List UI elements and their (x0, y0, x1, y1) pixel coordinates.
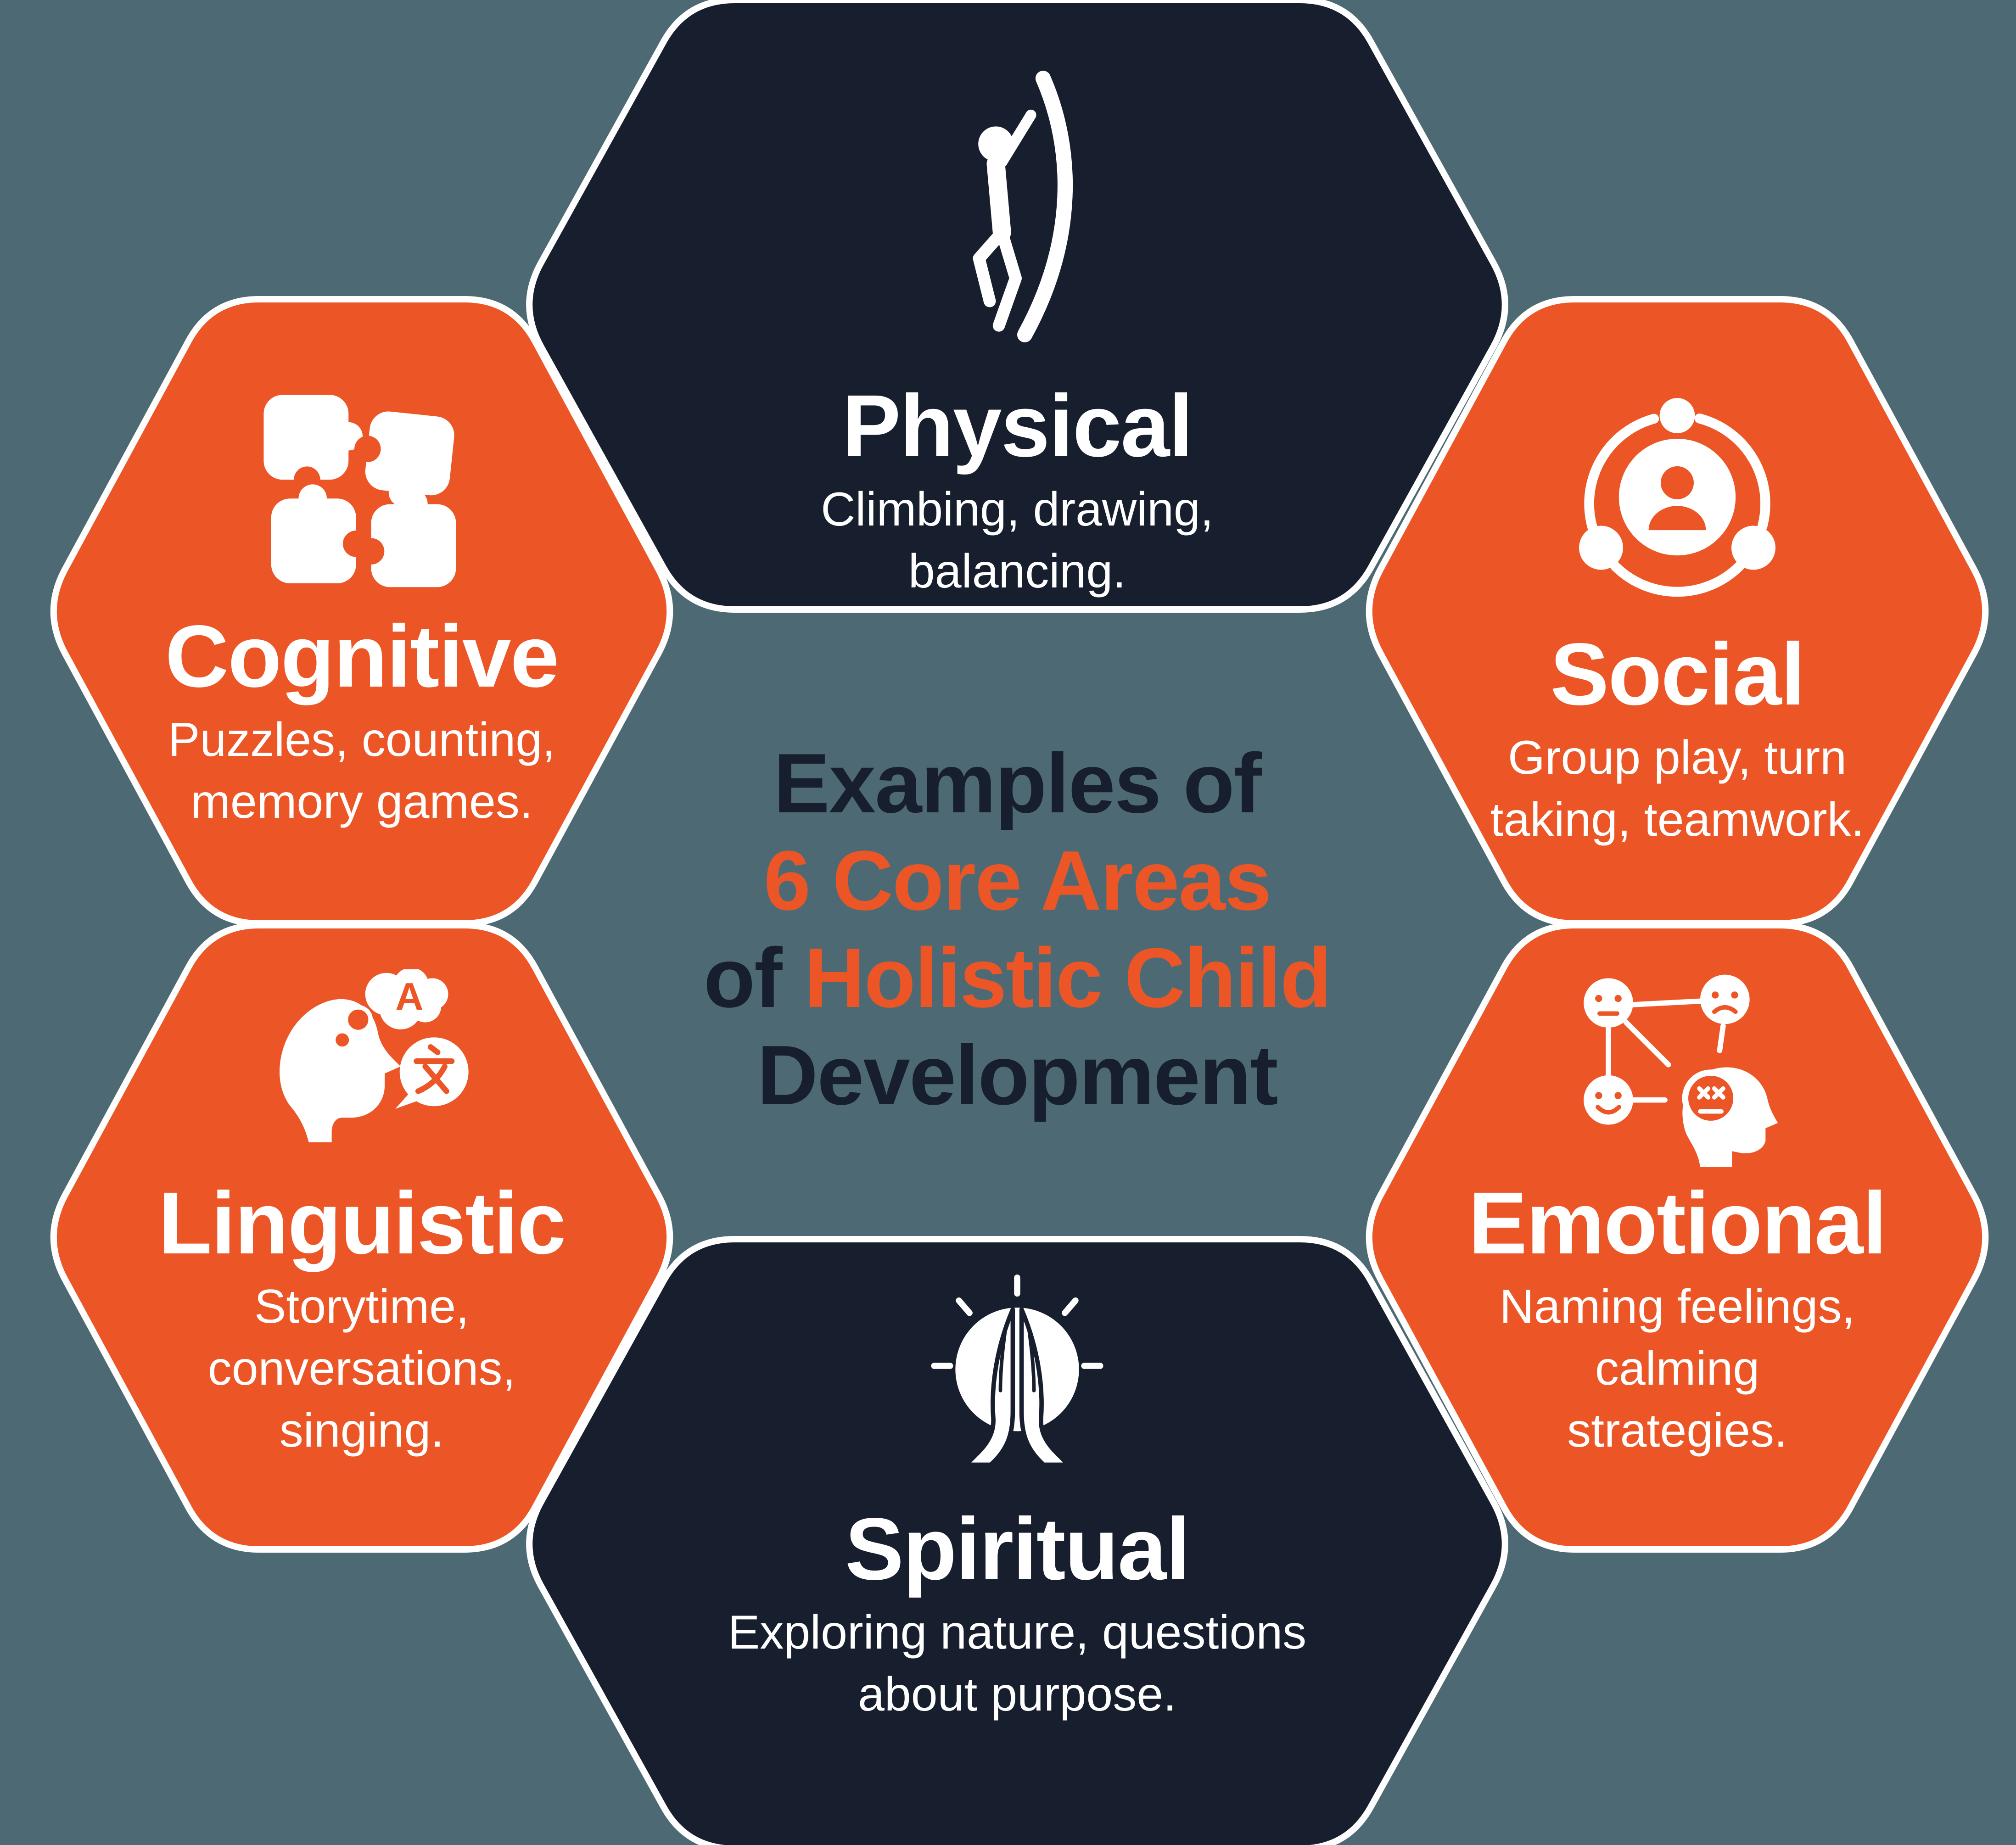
hexagon-title-spiritual: Spiritual (845, 1499, 1190, 1598)
desc-line: memory games. (190, 775, 533, 829)
hexagon-social-content: Social Group play, turn taking, teamwork… (1389, 389, 1966, 851)
center-title-line-4: Development (757, 1026, 1278, 1124)
hexagon-title-emotional: Emotional (1468, 1174, 1887, 1272)
desc-line: Storytime, (254, 1280, 470, 1334)
hexagon-linguistic-content: A Linguistic Storytime, conversations, s… (73, 969, 650, 1462)
person-network-icon (1579, 398, 1775, 597)
hexagon-physical (526, 0, 1508, 613)
hexagon-desc-physical: Climbing, drawing, balancing. (821, 479, 1213, 603)
hexagon-cognitive-content: Cognitive Puzzles, counting, memory game… (73, 389, 650, 833)
hexagon-desc-emotional: Naming feelings, calming strategies. (1500, 1276, 1855, 1462)
puzzle-pieces-icon (263, 395, 456, 587)
feelings-network-icon (1584, 974, 1778, 1167)
title-segment: Development (757, 1028, 1278, 1122)
title-segment: Holistic Child (804, 930, 1332, 1025)
hexagon-spiritual-content: Spiritual Exploring nature, questions ab… (554, 1274, 1480, 1726)
title-segment: of (703, 930, 804, 1025)
desc-line: calming (1595, 1342, 1760, 1396)
center-title-line-1: Examples of (773, 734, 1262, 832)
title-segment: 6 Core Areas (763, 833, 1271, 928)
desc-line: conversations, (207, 1342, 516, 1396)
climbing-person-icon (973, 71, 1073, 342)
hexagon-emotional-content: Emotional Naming feelings, calming strat… (1389, 969, 1966, 1462)
hexagon-desc-spiritual: Exploring nature, questions about purpos… (728, 1602, 1306, 1726)
svg-text:A: A (395, 975, 423, 1018)
center-title-line-2: 6 Core Areas (764, 832, 1271, 929)
praying-hands-icon (931, 1274, 1103, 1467)
desc-line: Exploring nature, questions (728, 1606, 1307, 1660)
center-title: Examples of 6 Core Areas of Holistic Chi… (558, 734, 1476, 1124)
hexagon-emotional (1366, 922, 1989, 1553)
hexagon-title-social: Social (1550, 625, 1805, 723)
desc-line: Group play, turn (1507, 731, 1847, 785)
title-segment: Examples of (773, 736, 1262, 830)
hexagon-title-linguistic: Linguistic (158, 1174, 566, 1272)
hexagon-linguistic (50, 922, 673, 1553)
desc-line: Puzzles, counting, (168, 713, 556, 767)
hexagon-desc-social: Group play, turn taking, teamwork. (1490, 727, 1865, 851)
hexagon-spiritual (526, 1236, 1508, 1845)
head-language-speech-icon: A (280, 969, 469, 1143)
hexagon-title-cognitive: Cognitive (165, 607, 560, 705)
desc-line: Climbing, drawing, (821, 483, 1214, 537)
desc-line: taking, teamwork. (1490, 793, 1865, 847)
desc-line: Naming feelings, (1499, 1280, 1855, 1334)
hexagon-physical-content: Physical Climbing, drawing, balancing. (554, 69, 1480, 603)
hexagon-desc-cognitive: Puzzles, counting, memory games. (168, 709, 555, 833)
center-title-line-3: of Holistic Child (703, 929, 1332, 1026)
desc-line: balancing. (908, 545, 1126, 598)
hexagon-title-physical: Physical (842, 376, 1193, 475)
desc-line: singing. (279, 1404, 444, 1458)
hexagon-desc-linguistic: Storytime, conversations, singing. (208, 1276, 516, 1462)
desc-line: strategies. (1567, 1404, 1787, 1458)
desc-line: about purpose. (858, 1668, 1176, 1722)
